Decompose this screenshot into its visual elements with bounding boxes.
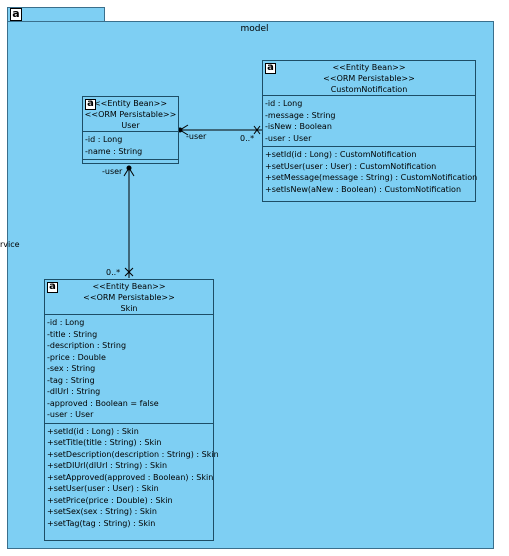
attribute: -dlUrl : String: [47, 387, 101, 396]
operation: +setUser(user : User) : Skin: [47, 484, 159, 493]
operation: +setIsNew(aNew : Boolean) : CustomNotifi…: [265, 184, 462, 194]
class-skin[interactable]: a <<Entity Bean>> <<ORM Persistable>> Sk…: [44, 279, 219, 541]
attribute: -description : String: [47, 341, 127, 350]
attribute: -id : Long: [85, 135, 123, 144]
stereotype-orm-persistable: <<ORM Persistable>>: [84, 110, 177, 119]
operation: +setPrice(price : Double) : Skin: [47, 495, 173, 505]
operation: +setDlUrl(dlUrl : String) : Skin: [47, 461, 168, 470]
attribute: -approved : Boolean = false: [47, 398, 159, 408]
class-icon: a: [85, 99, 96, 110]
package-icon: a: [10, 8, 22, 21]
attribute: -price : Double: [47, 352, 106, 362]
attribute: -tag : String: [47, 375, 95, 385]
stereotype-orm-persistable: <<ORM Persistable>>: [83, 293, 175, 302]
class-name: User: [121, 121, 140, 130]
class-custom-notification[interactable]: a <<Entity Bean>> <<ORM Persistable>> Cu…: [262, 60, 478, 202]
attribute: -id : Long: [265, 99, 303, 108]
association-arrowhead: [123, 167, 135, 177]
multiplicity-notification-user: 0..*: [240, 134, 255, 143]
attribute: -user : User: [265, 133, 312, 143]
multiplicity-skin-user: 0..*: [106, 268, 121, 277]
attributes-section: -id : Long -message : String -isNew : Bo…: [263, 95, 475, 146]
stereotype-entity-bean: <<Entity Bean>>: [92, 282, 166, 291]
operation: +setId(id : Long) : Skin: [47, 426, 139, 436]
attribute: -title : String: [47, 329, 98, 339]
operation: +setId(id : Long) : CustomNotification: [265, 150, 417, 159]
class-header: a <<Entity Bean>> <<ORM Persistable>> Cu…: [263, 61, 475, 95]
class-header: a <<Entity Bean>> <<ORM Persistable>> Us…: [83, 97, 178, 131]
association-end-x: [124, 267, 134, 277]
class-icon: a: [47, 282, 58, 293]
operation: +setMessage(message : String) : CustomNo…: [265, 173, 478, 182]
attribute: -isNew : Boolean: [265, 122, 332, 131]
package-name: model: [240, 24, 269, 34]
operation: +setApproved(approved : Boolean) : Skin: [47, 472, 214, 482]
stereotype-orm-persistable: <<ORM Persistable>>: [323, 74, 415, 83]
operation: +setTag(tag : String) : Skin: [47, 518, 156, 528]
class-icon: a: [265, 63, 276, 74]
class-name: CustomNotification: [330, 85, 408, 94]
role-label-skin-user: -user: [102, 167, 123, 176]
association-end-x: [253, 125, 261, 135]
operations-section: +setId(id : Long) : Skin +setTitle(title…: [45, 422, 219, 532]
class-user[interactable]: a <<Entity Bean>> <<ORM Persistable>> Us…: [82, 96, 179, 164]
stereotype-entity-bean: <<Entity Bean>>: [332, 63, 406, 72]
attribute: -name : String: [85, 146, 143, 156]
operations-section: +setId(id : Long) : CustomNotification +…: [263, 146, 478, 197]
operation: +setTitle(title : String) : Skin: [47, 438, 162, 447]
stereotype-entity-bean: <<Entity Bean>>: [93, 99, 168, 108]
side-label: rvice: [0, 240, 20, 249]
attribute: -sex : String: [47, 364, 96, 373]
attribute: -user : User: [47, 410, 94, 419]
class-header: a <<Entity Bean>> <<ORM Persistable>> Sk…: [45, 280, 213, 314]
role-label-notification-user: -user: [186, 132, 207, 141]
attribute: -id : Long: [47, 318, 85, 327]
attributes-section: -id : Long -name : String: [83, 131, 178, 159]
operation: +setDescription(description : String) : …: [47, 449, 219, 459]
operation: +setUser(user : User) : CustomNotificati…: [265, 161, 437, 171]
attributes-section: -id : Long -title : String -description …: [45, 314, 213, 423]
operation: +setSex(sex : String) : Skin: [47, 507, 157, 516]
operations-section: [83, 159, 178, 164]
attribute: -message : String: [265, 110, 336, 120]
class-name: Skin: [120, 304, 138, 313]
association-arrowhead: [179, 124, 189, 136]
